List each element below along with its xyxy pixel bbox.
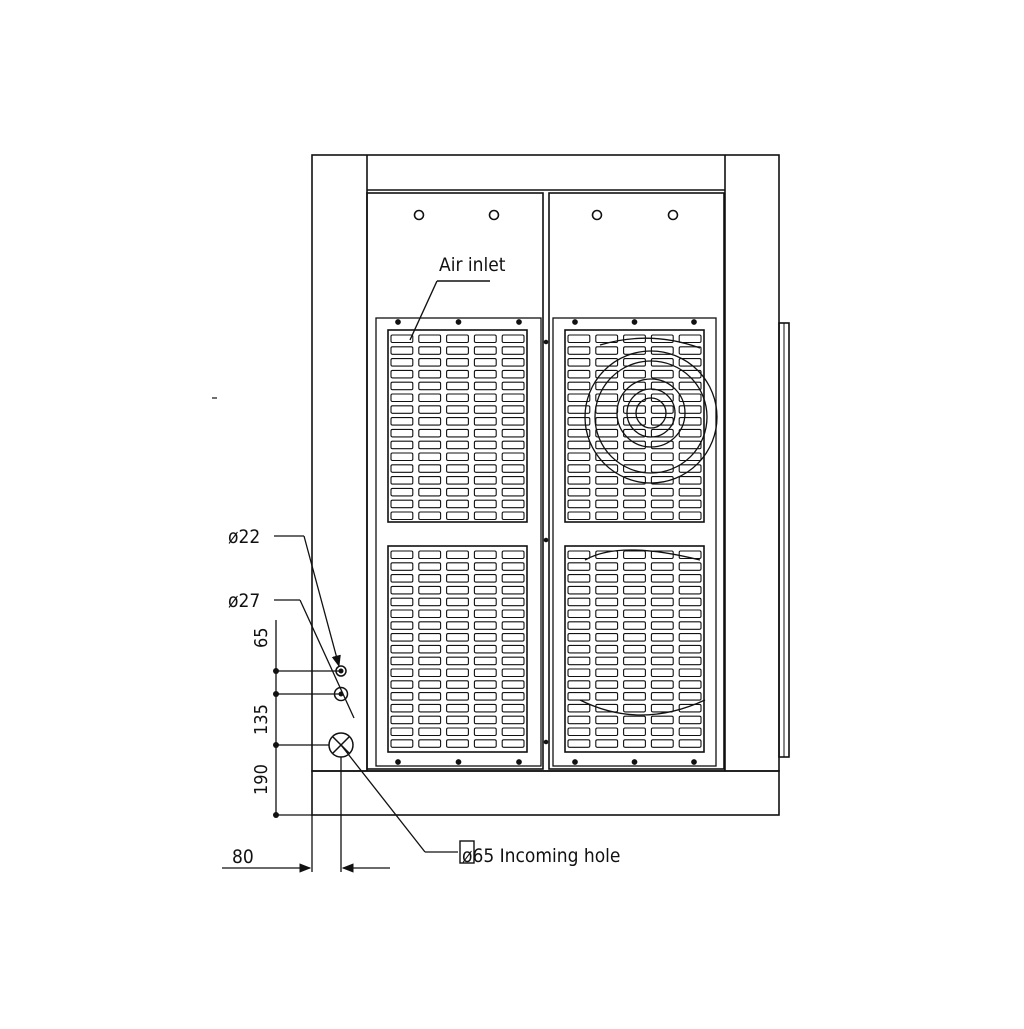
base-plinth [311, 770, 780, 816]
right-grille-plate [552, 317, 717, 767]
left-grille-plate [375, 317, 542, 767]
dim-80-label: 80 [232, 846, 254, 868]
cable-holes [328, 665, 354, 758]
hinge-dot [543, 537, 549, 543]
dim-65-label: 65 [251, 627, 272, 648]
air-inlet-leader [409, 280, 490, 341]
left-door-panel [366, 192, 544, 770]
hinge-dot [543, 739, 549, 745]
d27-label: ø27 [228, 590, 260, 612]
dimension-lines [222, 535, 458, 873]
air-inlet-label: Air inlet [439, 254, 506, 276]
incoming-hole-label: ø65 Incoming hole [462, 845, 620, 867]
dim-190-label: 190 [251, 764, 272, 795]
dim-135-label: 135 [251, 704, 272, 735]
flat-symbol-box [459, 840, 475, 864]
fan-outline [579, 337, 718, 716]
grille-group [375, 317, 717, 767]
d22-label: ø22 [228, 526, 260, 548]
hinge-dot [543, 339, 549, 345]
right-door-panel [548, 192, 725, 770]
cabinet-outer-frame [311, 154, 780, 772]
mounting-holes [413, 209, 679, 221]
dimension-dots [273, 668, 344, 818]
